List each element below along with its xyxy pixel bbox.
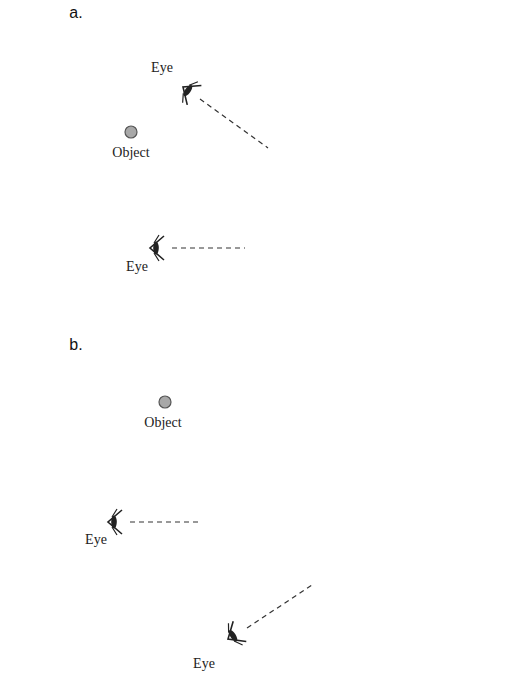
eye-symbol bbox=[221, 620, 247, 649]
object-label: Object bbox=[112, 145, 149, 160]
sight-line bbox=[247, 585, 312, 628]
part-letter: b. bbox=[69, 336, 82, 354]
sight-line bbox=[130, 521, 198, 522]
sight-line bbox=[172, 247, 245, 248]
eye-label: Eye bbox=[85, 532, 107, 547]
object-dot bbox=[159, 396, 171, 408]
object-label: Object bbox=[144, 415, 181, 430]
eye-symbol bbox=[150, 235, 164, 261]
eye-label: Eye bbox=[151, 60, 173, 75]
eye-symbol bbox=[108, 509, 122, 535]
eye-label: Eye bbox=[126, 259, 148, 274]
eye-label: Eye bbox=[193, 656, 215, 671]
eye-symbol bbox=[175, 76, 202, 105]
object-dot bbox=[125, 126, 137, 138]
part-letter: a. bbox=[69, 4, 82, 22]
sight-line bbox=[200, 99, 268, 148]
